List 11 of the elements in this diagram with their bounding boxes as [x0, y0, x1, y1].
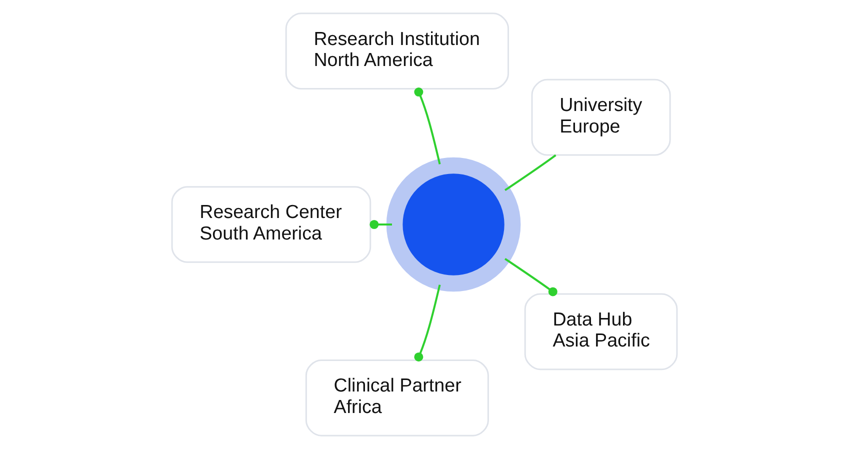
connector [414, 284, 440, 362]
node-box: Clinical Partner Africa [304, 360, 488, 436]
connector [369, 220, 392, 230]
connector [504, 154, 556, 192]
node-circle [386, 157, 520, 292]
node-box: Data Hub Asia Pacific [524, 293, 678, 370]
node-box: Research Center South America [170, 186, 371, 263]
connector [414, 88, 440, 164]
node-box: Research Institution North America [284, 12, 509, 90]
connector [504, 258, 557, 296]
node-box: University Europe [530, 78, 670, 156]
